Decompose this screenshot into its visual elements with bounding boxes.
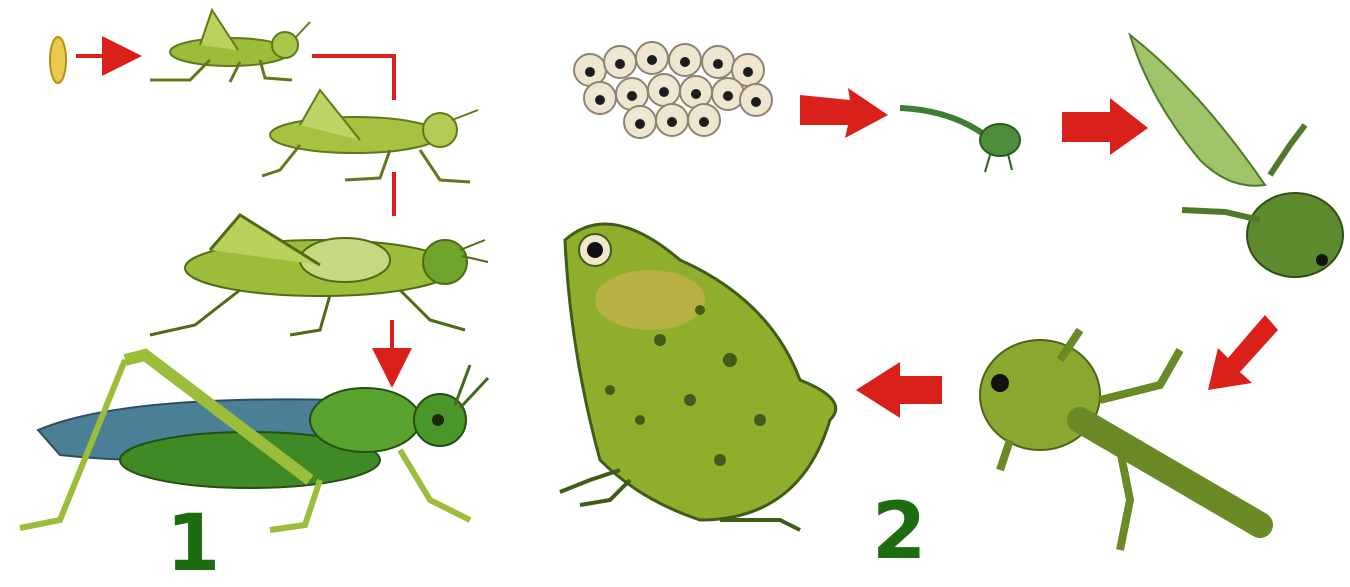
arrow-eggs-to-hatchling bbox=[800, 88, 888, 138]
arrow-froglet-to-adult bbox=[856, 362, 942, 418]
frog-cycle: 2 bbox=[560, 35, 1343, 577]
frog-egg-cluster bbox=[574, 42, 772, 138]
arrow-tadpole-to-froglet bbox=[1208, 315, 1278, 390]
grasshopper-egg bbox=[50, 37, 66, 83]
grasshopper-cycle: 1 bbox=[20, 10, 488, 583]
grasshopper-nymph-small bbox=[150, 10, 310, 82]
frog-tadpole bbox=[1130, 35, 1343, 277]
grasshopper-nymph-large bbox=[150, 215, 488, 335]
grasshopper-adult bbox=[20, 355, 488, 530]
frog-hatchling-tadpole bbox=[900, 108, 1020, 172]
arrow-hatchling-to-tadpole bbox=[1062, 98, 1148, 155]
grasshopper-arrows bbox=[76, 56, 394, 380]
frog-adult bbox=[560, 224, 836, 530]
grasshopper-nymph-medium bbox=[262, 90, 478, 182]
arrow-nymph-connector bbox=[312, 56, 394, 100]
panel-label-1: 1 bbox=[166, 499, 220, 583]
panel-label-2: 2 bbox=[872, 487, 926, 577]
